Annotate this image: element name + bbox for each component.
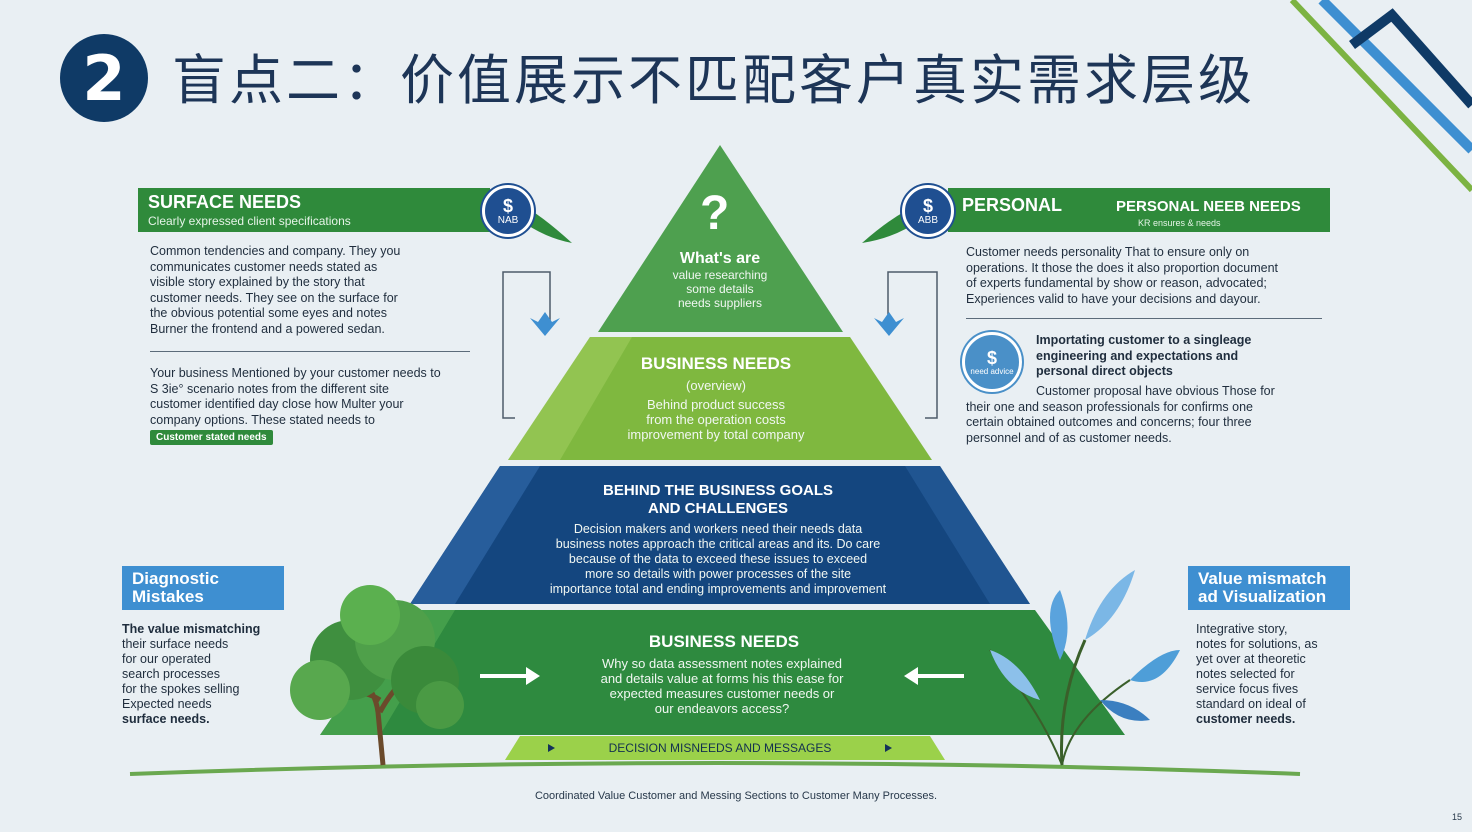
section-number-badge: 2: [60, 34, 148, 122]
tier2-title: BUSINESS NEEDS: [640, 354, 792, 373]
divider: [150, 351, 470, 352]
tier2-paren: (overview): [686, 378, 746, 393]
footer-caption: Coordinated Value Customer and Messing S…: [534, 790, 938, 802]
advice-icon: $need advice: [962, 332, 1022, 392]
stated-needs-tag: Customer stated needs: [150, 430, 273, 445]
surface-needs-subtitle: Clearly expressed client specifications: [148, 214, 351, 228]
base-strip-label: DECISION MISNEEDS AND MESSAGES: [608, 741, 832, 755]
personal-needs-subtitle: KR ensures & needs: [1138, 218, 1221, 228]
surface-needs-title: SURFACE NEEDS: [148, 192, 302, 212]
personal-needs-paragraph-2: Customer proposal have obvious Those for…: [966, 384, 1275, 445]
tree-illustration: [290, 585, 464, 766]
left-connector: [502, 271, 551, 419]
pyramid-base-strip: [505, 736, 945, 760]
page-title: 盲点二：价值展示不匹配客户真实需求层级: [172, 49, 1255, 112]
personal-needs-paragraph: Customer needs personality That to ensur…: [966, 245, 1278, 306]
pyramid-tier-4: [320, 610, 1125, 735]
surface-needs-banner: SURFACE NEEDS Clearly expressed client s…: [138, 188, 490, 232]
surface-needs-paragraph-2: Your business Mentioned by your customer…: [150, 366, 441, 427]
pyramid-tier-1: [598, 145, 843, 332]
tier3-text: Decision makers and workers need their n…: [549, 522, 887, 596]
divider: [966, 318, 1322, 319]
tier4-title: BUSINESS NEEDS: [648, 632, 800, 651]
right-down-arrow: [874, 312, 904, 336]
value-visualization-text: Integrative story,notes for solutions, a…: [1196, 622, 1318, 726]
plant-illustration: [989, 570, 1180, 766]
right-connector: [887, 271, 938, 419]
right-arrow-icon: [480, 667, 540, 685]
left-arrow-icon: [904, 667, 964, 685]
tier1-title: What's are: [679, 250, 761, 267]
dollar-icon: $NAB: [482, 185, 534, 237]
dollar-icon: $ABB: [902, 185, 954, 237]
left-down-arrow: [530, 312, 560, 336]
personal-needs-title: PERSONAL NEEB NEEDS: [1116, 198, 1301, 215]
pyramid-tier-3: [410, 466, 1030, 604]
corner-decoration: [1289, 0, 1472, 193]
question-mark-icon: ?: [700, 187, 730, 240]
page-number: 15: [1451, 812, 1462, 822]
personal-needs-banner: PERSONAL PERSONAL NEEB NEEDS KR ensures …: [948, 188, 1330, 232]
personal-title: PERSONAL: [962, 195, 1063, 215]
